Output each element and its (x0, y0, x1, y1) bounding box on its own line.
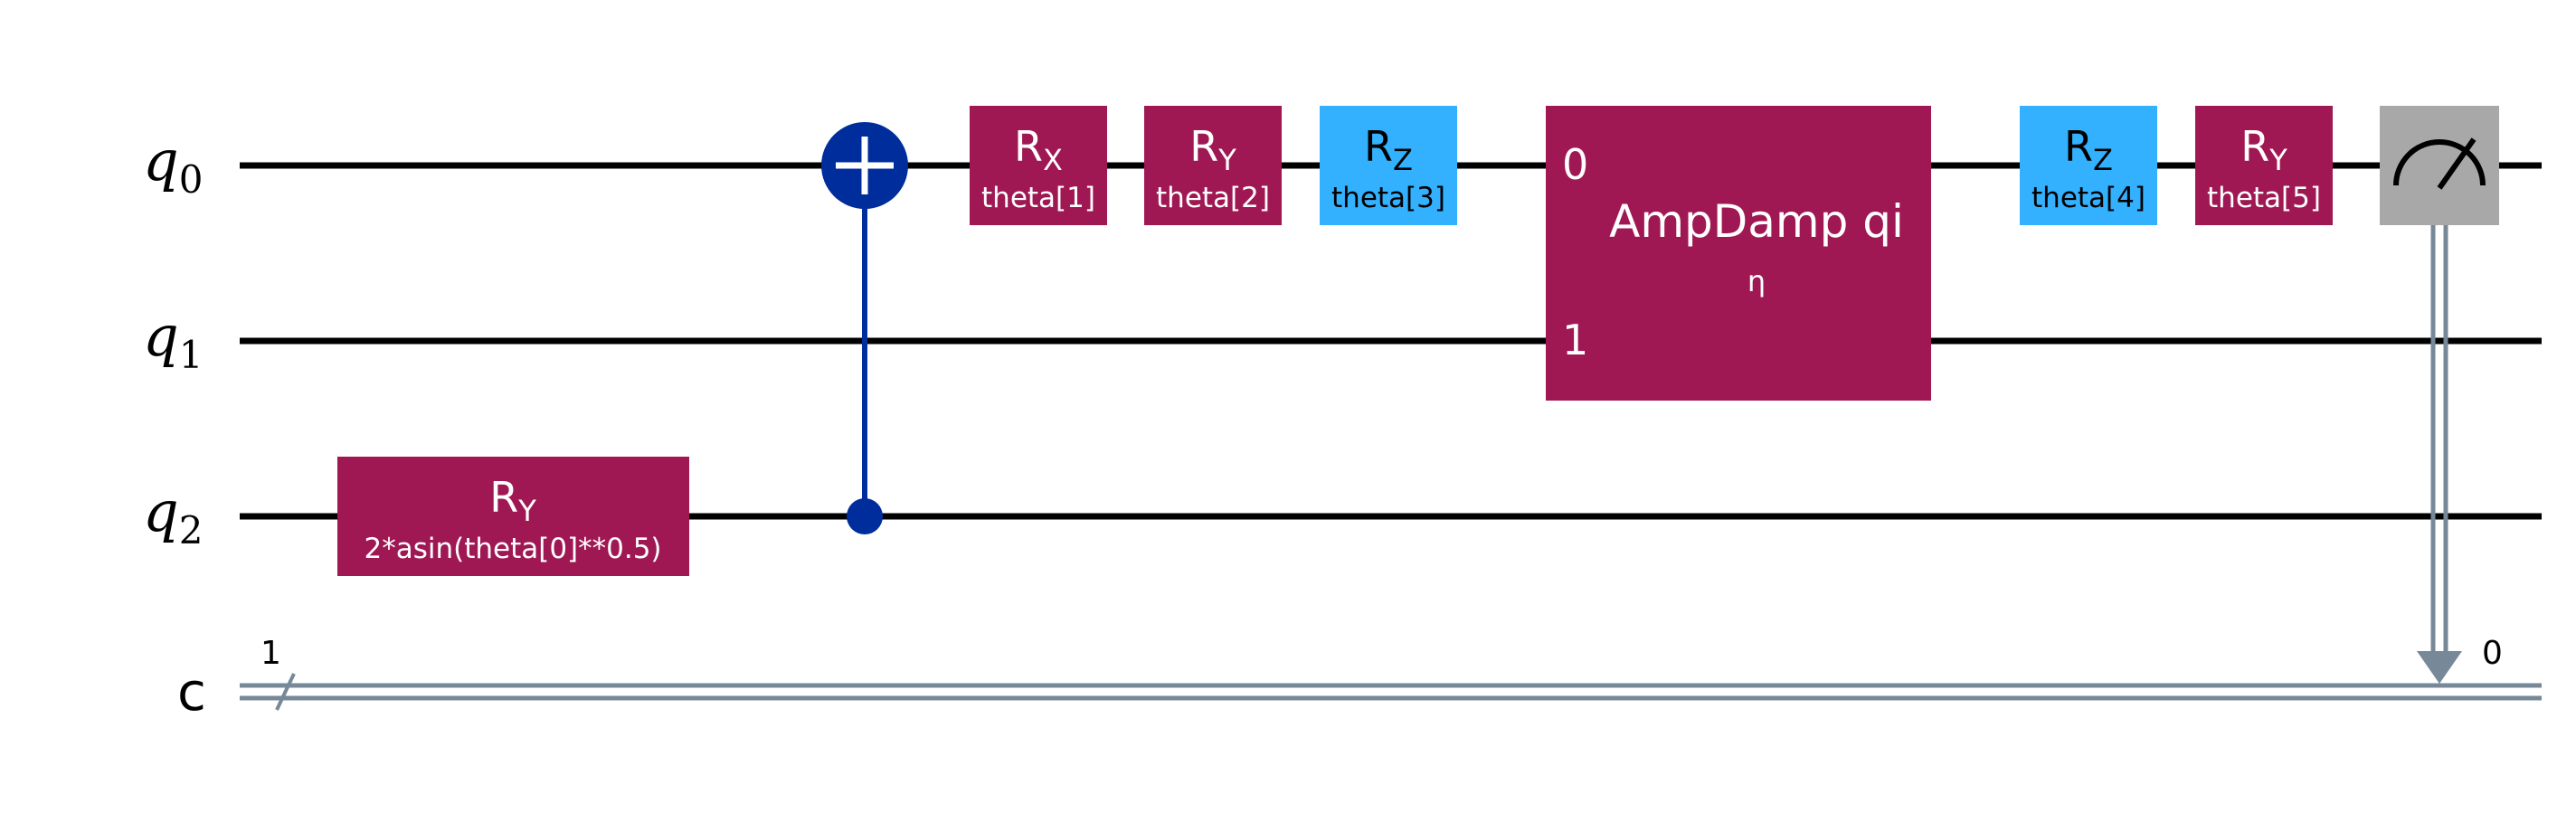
gate-rz-theta4: RZ theta[4] (2020, 106, 2157, 225)
gate-ampdamp-qi: 0 1 AmpDamp qi η (1546, 106, 1931, 401)
ampdamp-title: AmpDamp qi (1609, 195, 1904, 248)
ampdamp-port-0: 0 (1562, 140, 1588, 189)
ampdamp-port-1: 1 (1562, 316, 1588, 364)
svg-text:theta[2]: theta[2] (1156, 182, 1270, 214)
gate-cx (821, 122, 908, 534)
classical-width: 1 (260, 635, 281, 672)
label-c: c (177, 661, 206, 723)
svg-text:RX: RX (1014, 122, 1063, 177)
gate-ry-theta5: RY theta[5] (2195, 106, 2333, 225)
svg-text:RY: RY (489, 473, 536, 528)
meter-needle (2437, 137, 2477, 190)
svg-text:theta[1]: theta[1] (981, 182, 1095, 214)
ampdamp-param: η (1747, 264, 1766, 298)
label-q0: q0 (143, 128, 203, 202)
svg-text:RZ: RZ (2064, 122, 2113, 177)
classical-target-bit: 0 (2482, 635, 2503, 672)
bus-slash (275, 673, 296, 711)
cx-control-dot (847, 498, 883, 534)
measure-arrow (2417, 651, 2462, 684)
svg-text:theta[5]: theta[5] (2207, 182, 2321, 214)
label-q2: q2 (143, 478, 203, 553)
svg-text:theta[4]: theta[4] (2031, 182, 2145, 214)
gate-rx-theta1: RX theta[1] (970, 106, 1107, 225)
gate-ry-theta0: RY 2*asin(theta[0]**0.5) (337, 457, 689, 576)
label-q1: q1 (143, 303, 203, 377)
svg-text:RY: RY (1189, 122, 1236, 177)
svg-text:theta[3]: theta[3] (1331, 182, 1445, 214)
gate-rz-theta3: RZ theta[3] (1320, 106, 1457, 225)
meter-icon (2393, 139, 2486, 186)
svg-text:RY: RY (2240, 122, 2287, 177)
svg-text:RZ: RZ (1364, 122, 1413, 177)
gate-measure (2380, 106, 2499, 684)
svg-text:2*asin(theta[0]**0.5): 2*asin(theta[0]**0.5) (364, 533, 661, 565)
gate-ry-theta2: RY theta[2] (1144, 106, 1282, 225)
classical-wire-c (240, 673, 2542, 711)
